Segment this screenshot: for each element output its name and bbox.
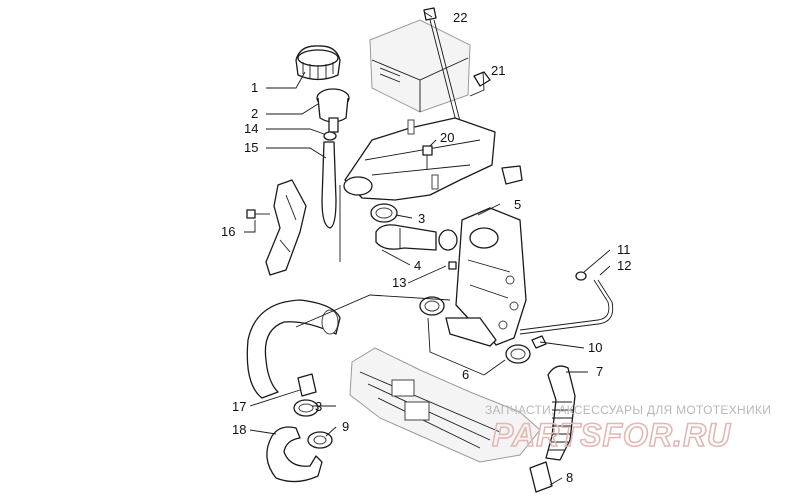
electronic-box-ghost: [369, 19, 471, 113]
callout-6: 6: [462, 367, 469, 382]
callout-12: 11: [617, 242, 631, 257]
callout-17: 15: [244, 140, 258, 155]
callout-4: 4: [414, 258, 421, 273]
mounting-bracket: [343, 117, 496, 201]
part-14-fitting: [531, 335, 547, 349]
part-21-nut: [473, 71, 491, 87]
part-17-overflow-hose: [321, 141, 337, 229]
part-3-upper-hose-clamp: [370, 203, 398, 223]
callout-7: 7: [596, 364, 603, 379]
part-12-13-bleed-line: [519, 271, 614, 335]
part-15-bolt: [448, 261, 457, 270]
callout-9: 9: [342, 419, 349, 434]
part-8-hose-fitting: [529, 461, 553, 493]
callout-21: 21: [491, 63, 505, 78]
part-7-corrugated-hose: [545, 365, 576, 461]
watermark-tagline: ЗАПЧАСТИ, АКСЕССУАРЫ ДЛЯ МОТОТЕХНИКИ: [485, 403, 771, 417]
callout-20: 20: [440, 130, 454, 145]
callout-10: 18: [232, 422, 246, 437]
part-11-large-hose: [246, 299, 341, 399]
callout-18: 16: [221, 224, 235, 239]
part-4-short-hose: [375, 224, 437, 251]
thermostat-clamp: [438, 229, 458, 251]
watermark-logo: PARTSFOR.RU: [492, 417, 731, 453]
leader-lines: [244, 11, 611, 486]
grommet: [501, 165, 523, 185]
part-16-clamp: [323, 131, 337, 141]
callout-22: 22: [453, 10, 467, 25]
callout-16: 14: [244, 121, 258, 136]
callout-14: 10: [588, 340, 602, 355]
engine-block-ghost: [349, 347, 541, 463]
part-1-reservoir-cap: [295, 45, 341, 81]
callout-11: 17: [232, 399, 246, 414]
part-5-thermostat-housing: [445, 207, 527, 347]
part-10-lower-hose: [266, 426, 323, 483]
callout-5: 5: [514, 197, 521, 212]
part-6-clamps: [419, 296, 531, 364]
callout-13: 12: [617, 258, 631, 273]
callout-8: 8: [566, 470, 573, 485]
part-3-lower-hose-clamp: [293, 373, 319, 417]
callout-3-upper: 3: [418, 211, 425, 226]
watermark: ЗАПЧАСТИ, АКСЕССУАРЫ ДЛЯ МОТОТЕХНИКИ PAR…: [485, 403, 771, 454]
callout-1: 1: [251, 80, 258, 95]
callout-labels: 22 21 1 2 14 20 15 5 3 16 11 4 12 13 10 …: [221, 10, 631, 485]
callout-2: 2: [251, 106, 258, 121]
callout-15: 13: [392, 275, 406, 290]
part-2-filler-neck: [316, 88, 350, 133]
callout-3-lower: 3: [315, 399, 322, 414]
part-20-bolt: [422, 145, 433, 170]
part-18-bracket-assembly: [246, 179, 307, 276]
